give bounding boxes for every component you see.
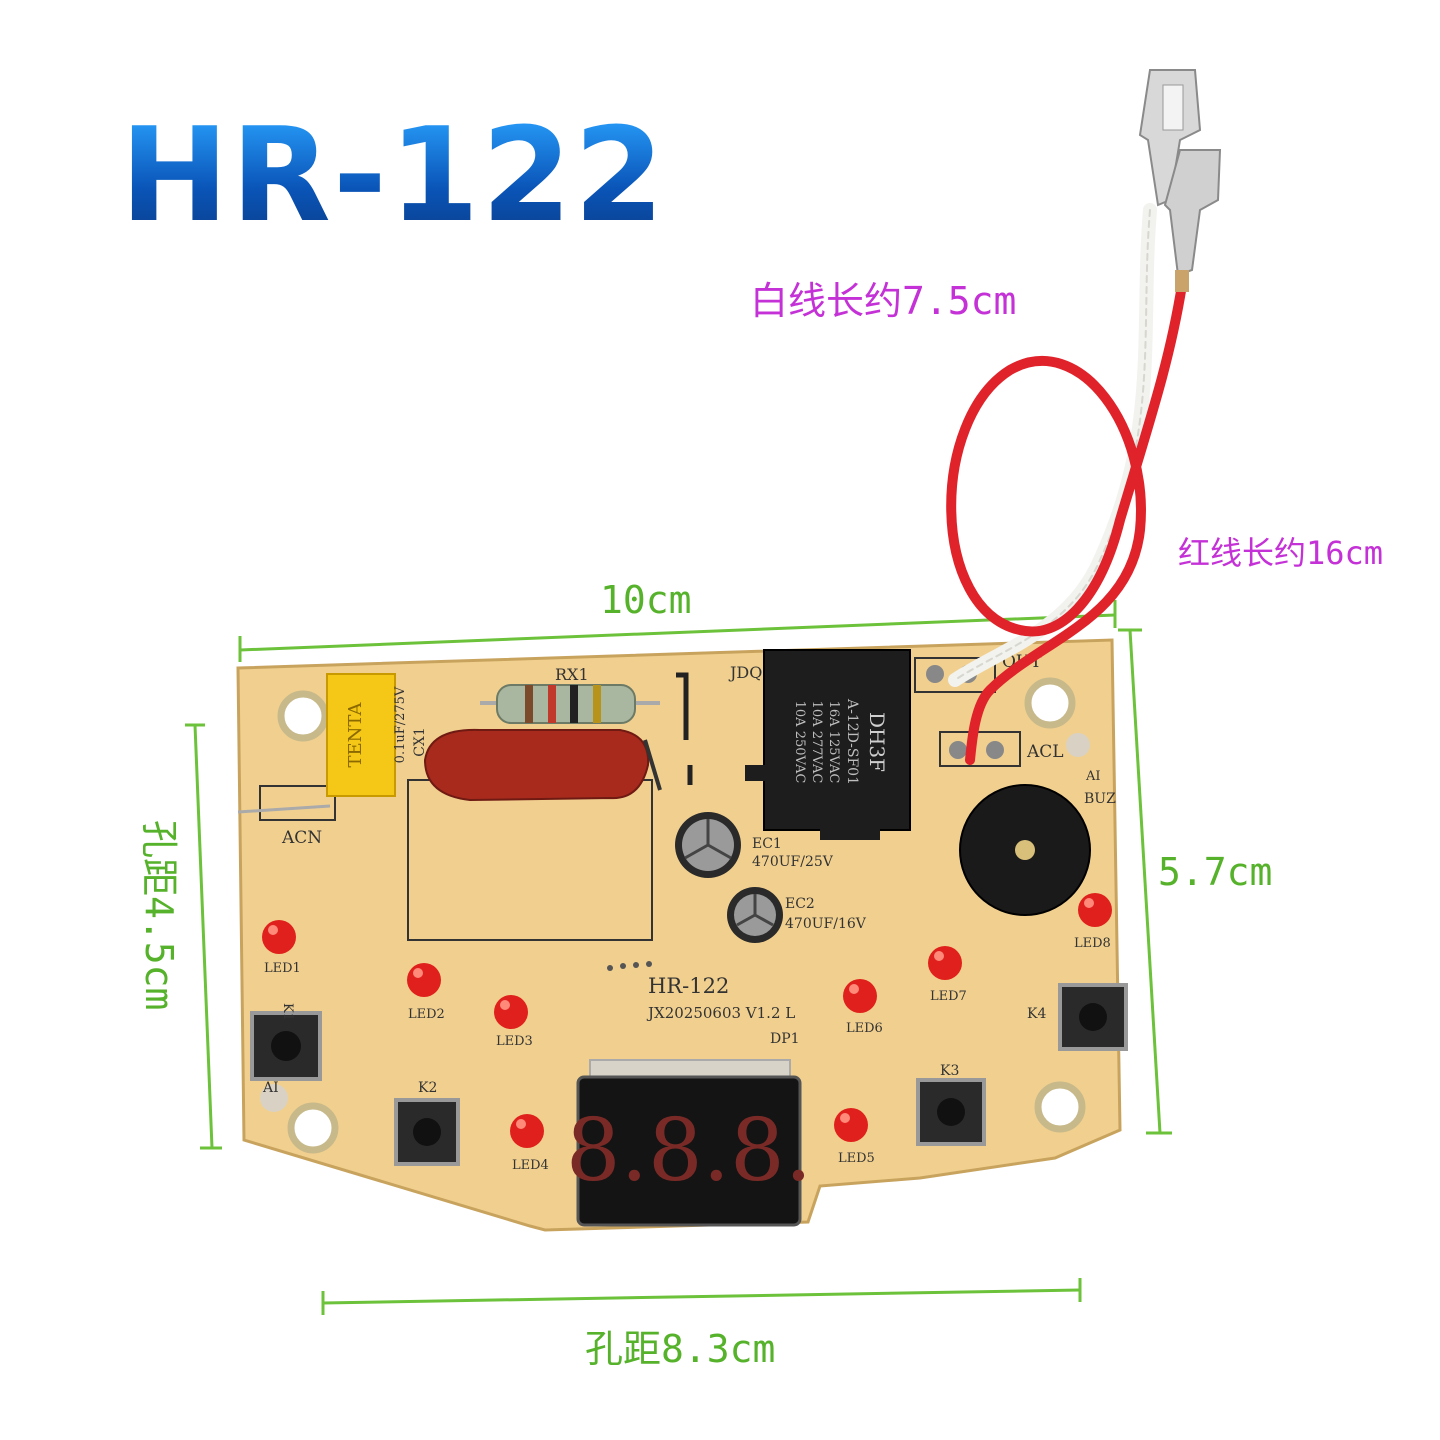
svg-text:K3: K3 (940, 1063, 959, 1079)
product-title: HR-122 (120, 99, 667, 251)
svg-text:LED3: LED3 (496, 1034, 533, 1049)
svg-text:16A 125VAC: 16A 125VAC (826, 701, 841, 784)
svg-text:LED8: LED8 (1074, 936, 1111, 951)
white-wire-length-label: 白线长约7.5cm (750, 279, 1017, 323)
red-wire-length-label: 红线长约16cm (1178, 534, 1384, 572)
svg-text:LED7: LED7 (930, 989, 967, 1004)
board-code: JX20250603 V1.2 L (646, 1004, 795, 1022)
led7: LED7 (928, 946, 967, 1004)
svg-text:EC2: EC2 (785, 896, 815, 912)
svg-text:K2: K2 (418, 1080, 437, 1096)
capacitor-ec2: EC2 470UF/16V (727, 887, 867, 943)
svg-text:LED2: LED2 (408, 1007, 445, 1022)
svg-text:CX1: CX1 (412, 727, 428, 757)
button-k4: K4 (1027, 983, 1128, 1051)
button-k2: K2 (394, 1080, 460, 1166)
svg-text:LED4: LED4 (512, 1158, 549, 1173)
svg-text:LED1: LED1 (264, 961, 301, 976)
svg-text:AI: AI (1085, 769, 1101, 784)
led8: LED8 (1074, 893, 1112, 951)
svg-text:10A 250VAC: 10A 250VAC (792, 701, 807, 784)
relay: DH3F A-12D-SF01 16A 125VAC 10A 277VAC 10… (745, 649, 911, 840)
seven-segment-display: DP1 8.8.8. (566, 1031, 812, 1227)
svg-text:470UF/25V: 470UF/25V (752, 854, 834, 870)
svg-text:8.8.8.: 8.8.8. (566, 1101, 812, 1201)
height-label: 5.7cm (1158, 850, 1273, 894)
svg-text:LED6: LED6 (846, 1021, 883, 1036)
led2: LED2 (407, 963, 445, 1022)
svg-text:K1: K1 (280, 1003, 295, 1021)
x-capacitor: TENTA 0.1uF/275V CX1 (326, 673, 428, 797)
leds: LED1 LED2 LED3 LED4 LED5 LED6 LED7 LED8 (262, 893, 1112, 1173)
width-label: 10cm (600, 578, 692, 622)
svg-text:K4: K4 (1027, 1006, 1046, 1022)
svg-text:10A 277VAC: 10A 277VAC (809, 701, 824, 784)
capacitor-ec1: EC1 470UF/25V (675, 812, 834, 878)
hole-distance-bottom-label: 孔距8.3cm (585, 1327, 776, 1371)
svg-text:TENTA: TENTA (345, 702, 366, 768)
svg-text:JDQ: JDQ (728, 663, 762, 682)
svg-text:470UF/16V: 470UF/16V (785, 916, 867, 932)
button-k3: K3 (916, 1063, 986, 1146)
connectors (1138, 69, 1222, 292)
tact-buttons: AI K1 K2 K3 K4 (250, 983, 1128, 1166)
led4: LED4 (510, 1114, 549, 1173)
led3: LED3 (494, 995, 533, 1049)
svg-text:RX1: RX1 (555, 665, 589, 684)
buzzer (959, 784, 1091, 916)
svg-text:ACL: ACL (1026, 742, 1064, 762)
svg-text:AI: AI (262, 1080, 279, 1096)
svg-text:0.1uF/275V: 0.1uF/275V (393, 686, 408, 763)
svg-text:A-12D-SF01: A-12D-SF01 (844, 698, 860, 785)
svg-text:ACN: ACN (281, 828, 322, 848)
dimension-lines (185, 600, 1172, 1315)
svg-text:DH3F: DH3F (865, 712, 889, 772)
board-model: HR-122 (648, 974, 729, 998)
mounting-holes (260, 677, 1090, 1154)
svg-text:LED5: LED5 (838, 1151, 875, 1166)
button-k1: AI K1 (250, 1003, 322, 1096)
led1: LED1 (262, 920, 301, 976)
resistor-rx1: RX1 (480, 665, 660, 724)
svg-text:DP1: DP1 (770, 1031, 800, 1047)
svg-text:EC1: EC1 (752, 836, 782, 852)
film-capacitor (423, 728, 662, 802)
wires (946, 203, 1187, 765)
svg-text:BUZ: BUZ (1084, 791, 1116, 807)
led6: LED6 (843, 979, 883, 1036)
led5: LED5 (834, 1108, 875, 1166)
